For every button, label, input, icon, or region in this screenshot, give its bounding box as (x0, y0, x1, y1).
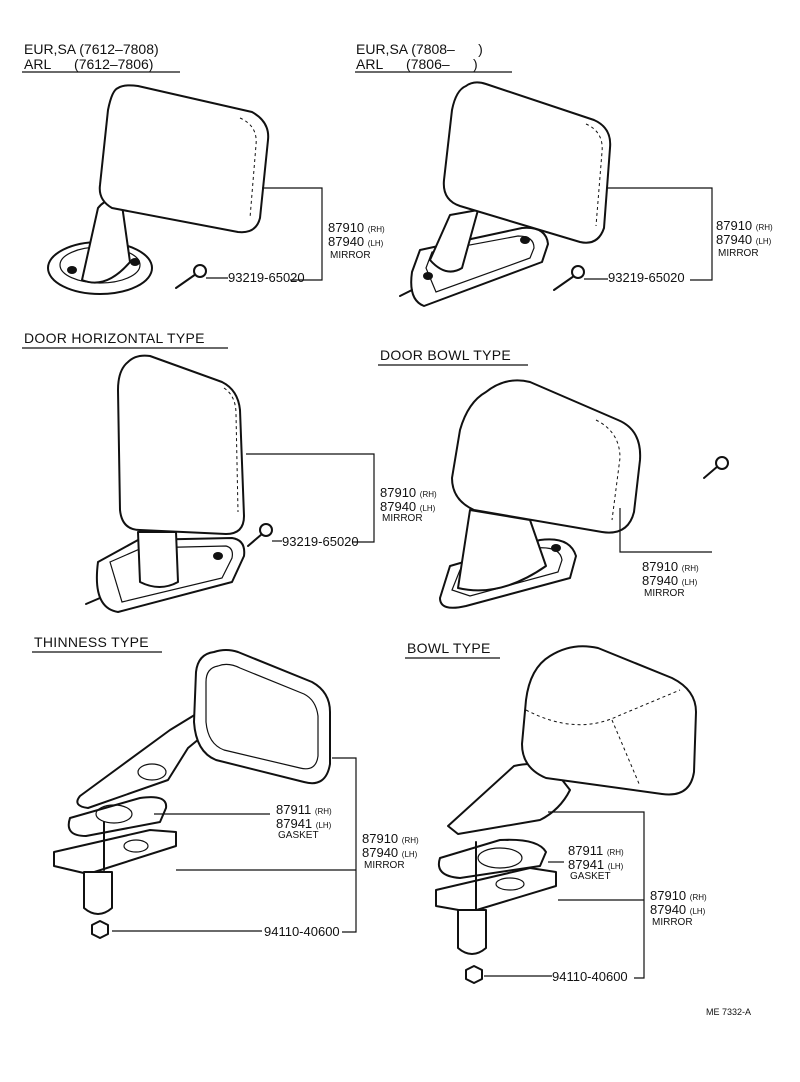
db-bolt-icon (703, 456, 729, 479)
dh-bolt-number: 93219-65020 (282, 534, 359, 549)
v1-header-line1: EUR,SA (7612–7808) (24, 41, 159, 57)
v2-stay (429, 209, 479, 273)
v2-header-line2: ARL (7806– ) (356, 56, 478, 72)
v2-header-line1: EUR,SA (7808– ) (356, 41, 483, 57)
v1-part-lh: 87940 (LH) (328, 234, 384, 249)
v2-part-lh: 87940 (LH) (716, 232, 772, 247)
dh-bolt-icon (247, 523, 273, 547)
door-horizontal-leaders (246, 453, 375, 543)
v2-part-rh: 87910 (RH) (716, 218, 773, 233)
door-horizontal-drawing (85, 354, 273, 613)
bowl-gasket (438, 838, 547, 879)
bowl-part-rh: 87910 (RH) (650, 888, 707, 903)
db-part-rh: 87910 (RH) (642, 559, 699, 574)
thinness-drawing (53, 649, 331, 939)
th-nut-icon (91, 920, 109, 939)
door-bowl-drawing (439, 379, 729, 609)
th-bracket (53, 829, 177, 875)
bowl-part-lh: 87940 (LH) (650, 902, 706, 917)
v2-mirror-head (442, 81, 612, 244)
th-gasket-lh: 87941 (LH) (276, 816, 332, 831)
v2-bolt-number: 93219-65020 (608, 270, 685, 285)
db-mirror-head (451, 379, 642, 534)
v1-bolt-icon (175, 264, 207, 289)
th-part-rh: 87910 (RH) (362, 831, 419, 846)
v2-part-name: MIRROR (718, 248, 759, 259)
v1-mirror-head (98, 84, 270, 234)
v1-mirror-drawing (47, 84, 270, 295)
th-nut-number: 94110-40600 (264, 924, 340, 939)
bowl-gasket-name: GASKET (570, 871, 611, 882)
v2-leaders (584, 187, 713, 281)
door-bowl-title: DOOR BOWL TYPE (380, 347, 511, 363)
bowl-gasket-rh: 87911 (RH) (568, 843, 624, 858)
bowl-leaders (484, 811, 645, 979)
bowl-part-name: MIRROR (652, 917, 693, 928)
bowl-stay (447, 763, 571, 835)
bowl-mirror-head (521, 645, 697, 796)
v1-part-rh: 87910 (RH) (328, 220, 385, 235)
th-part-name: MIRROR (364, 860, 405, 871)
bowl-bracket (435, 867, 557, 913)
th-gasket (67, 796, 168, 837)
th-part-lh: 87940 (LH) (362, 845, 418, 860)
db-stay (457, 509, 547, 592)
dh-part-name: MIRROR (382, 513, 423, 524)
bowl-title: BOWL TYPE (407, 640, 491, 656)
dh-stay (137, 531, 179, 588)
bowl-gasket-lh: 87941 (LH) (568, 857, 624, 872)
v1-header-line2: ARL (7612–7806) (24, 56, 154, 72)
th-sleeve (83, 871, 113, 915)
v2-mirror-drawing (399, 81, 612, 307)
dh-mirror-head (117, 354, 245, 535)
thinness-title: THINNESS TYPE (34, 634, 149, 650)
db-part-name: MIRROR (644, 588, 685, 599)
dh-part-lh: 87940 (LH) (380, 499, 436, 514)
v1-part-name: MIRROR (330, 250, 371, 261)
bowl-drawing (435, 645, 697, 984)
bowl-nut-icon (465, 965, 483, 984)
dh-part-rh: 87910 (RH) (380, 485, 437, 500)
v2-bolt-icon (553, 265, 585, 291)
reference-code: ME 7332-A (706, 1007, 752, 1017)
door-bowl-leaders (619, 508, 712, 553)
bowl-sleeve (457, 909, 487, 955)
db-part-lh: 87940 (LH) (642, 573, 698, 588)
v1-bolt-number: 93219-65020 (228, 270, 305, 285)
th-gasket-name: GASKET (278, 830, 319, 841)
door-horizontal-title: DOOR HORIZONTAL TYPE (24, 330, 205, 346)
v1-leaders (206, 187, 323, 281)
thinness-leaders (112, 757, 357, 933)
th-gasket-rh: 87911 (RH) (276, 802, 332, 817)
bowl-nut-number: 94110-40600 (552, 969, 628, 984)
th-mirror-head (193, 649, 331, 785)
